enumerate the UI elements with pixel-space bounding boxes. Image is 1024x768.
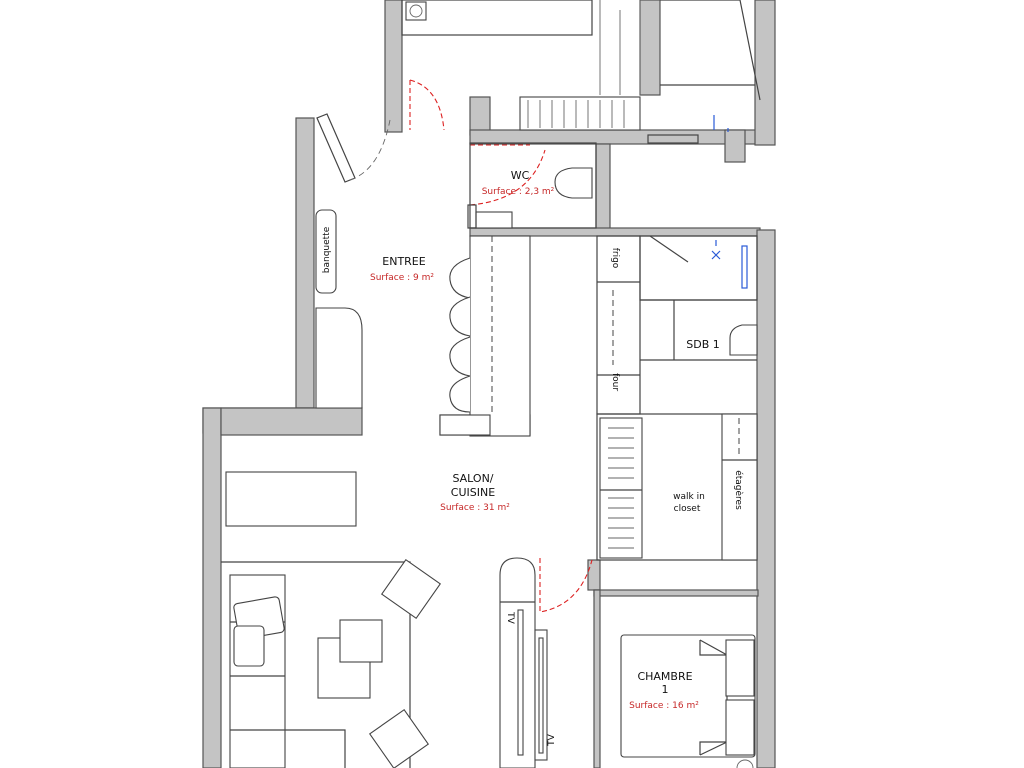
upper-rooms: [401, 0, 761, 144]
banquette-label: banquette: [322, 226, 332, 273]
entry-door: [316, 79, 546, 206]
frigo-label: frigo: [610, 248, 620, 269]
salon-surface: Surface : 31 m²: [440, 503, 510, 513]
wc-label: WC: [511, 169, 530, 182]
tv-wall: TV TV: [499, 557, 557, 768]
sdb-label: SDB 1: [686, 338, 720, 351]
tv-label-1: TV: [505, 611, 515, 624]
chambre-surface: Surface : 16 m²: [629, 701, 699, 711]
closet-label-1: walk in: [673, 492, 705, 502]
chambre-label-2: 1: [662, 683, 669, 696]
salon-label-1: SALON/: [452, 472, 493, 485]
etageres-label: étagères: [733, 470, 744, 510]
entree-surface: Surface : 9 m²: [370, 273, 434, 283]
tv-label-2: TV: [547, 733, 557, 746]
entree-label: ENTREE: [382, 255, 425, 268]
chambre-label-1: CHAMBRE: [637, 670, 692, 683]
four-label: four: [610, 373, 620, 391]
sdb-room: SDB 1: [639, 235, 758, 361]
chambre-room: CHAMBRE 1 Surface : 16 m²: [620, 634, 756, 768]
wc-surface: Surface : 2,3 m²: [482, 187, 555, 197]
walls: [202, 0, 776, 768]
closet-label-2: closet: [674, 504, 701, 514]
kitchen-storage: frigo four: [596, 235, 641, 415]
wc-room: WC Surface : 2,3 m²: [467, 142, 597, 229]
salon-label-2: CUISINE: [451, 486, 495, 499]
kitchen-island: [439, 235, 531, 437]
entree-room: banquette ENTREE Surface : 9 m²: [315, 209, 434, 409]
salon-room: SALON/ CUISINE Surface : 31 m²: [221, 471, 593, 768]
closet-room: étagères walk in closet: [596, 413, 758, 561]
